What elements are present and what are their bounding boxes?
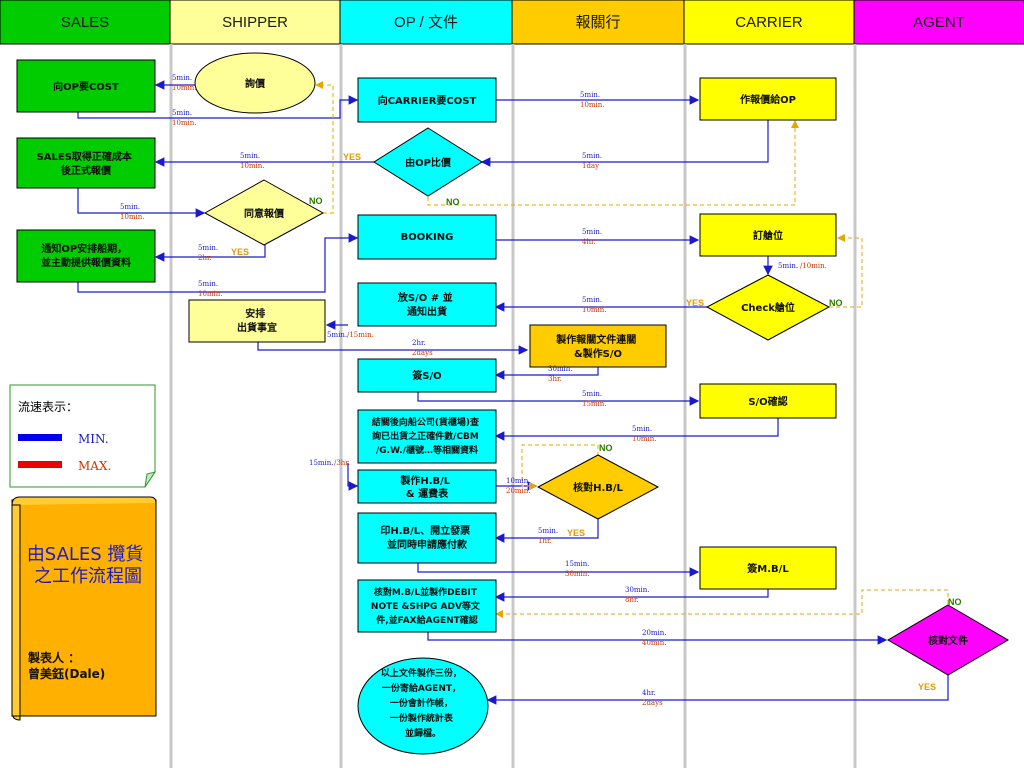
node-book-space-text: 訂艙位: [753, 229, 783, 242]
node-check-mbl: [357, 579, 497, 633]
label-yes-hbl: YES: [567, 528, 585, 538]
lane-header-shipper: SHIPPER: [222, 14, 288, 31]
node-book-space: [699, 213, 837, 257]
label-yes-space: YES: [686, 298, 704, 308]
node-agree-quote-text: 同意報價: [244, 207, 285, 220]
time-t23: 4hr.2days: [642, 689, 663, 707]
node-sign-so: [357, 358, 497, 393]
node-check-space: [705, 274, 831, 341]
node-arrange-ship: [188, 299, 326, 343]
node-notify-op: [16, 229, 156, 283]
node-booking: [357, 214, 497, 260]
time-t18: 10min.20min.: [506, 477, 531, 495]
node-customs-docs: [529, 324, 667, 368]
time-t9: 5min.4hr.: [582, 228, 602, 246]
node-check-mbl-text: 核對M.B/L並製作DEBIT NOTE &SHPG ADV等文 件,並FAX給…: [371, 586, 483, 626]
node-sales-cost-text: SALES取得正確成本 後正式報價: [37, 150, 136, 177]
label-no-docs: NO: [948, 597, 962, 607]
node-make-hbl-text: 製作H.B/L & 運費表: [399, 474, 453, 500]
node-ask-carrier-cost: [357, 77, 497, 123]
node-ask-op-cost: [16, 59, 156, 113]
legend-min-swatch: [18, 434, 62, 441]
node-check-docs-text: 核對文件: [928, 634, 968, 647]
node-arrange-ship-text: 安排 出貨事宜: [237, 307, 277, 334]
label-yes-agree: YES: [231, 247, 249, 257]
node-docs-three: [357, 657, 489, 755]
node-ask-op-cost-text: 向OP要COST: [53, 80, 119, 93]
time-t16: 5min.10min.: [632, 425, 657, 443]
title-scroll: 由SALES 攬貨 之工作流程圖 製表人 ： 曾美鈺(Dale): [11, 496, 157, 721]
node-agree-quote: [203, 179, 325, 246]
title-text: 由SALES 攬貨 之工作流程圖: [27, 544, 149, 587]
node-inquiry-text: 詢價: [245, 77, 266, 90]
node-op-compare: [373, 127, 483, 197]
node-docs-three-text: 以上文件製作三份， 一份寄給AGENT， 一份會計作帳， 一份製作統計表 並歸檔…: [381, 667, 465, 739]
time-t21: 30min.8hr.: [625, 586, 650, 604]
node-check-space-text: Check艙位: [741, 301, 795, 314]
maker-text: 製表人 ： 曾美鈺(Dale): [27, 650, 105, 681]
label-no-compare: NO: [446, 197, 460, 207]
legend-max-label: MAX.: [78, 459, 111, 473]
time-t5: 5min.1day: [582, 152, 602, 170]
time-t19: 5min.1hr.: [538, 527, 558, 545]
time-t11: 5min.10min.: [582, 296, 607, 314]
node-sign-mbl: [699, 546, 837, 590]
node-inquiry: [194, 52, 316, 114]
node-check-hbl-text: 核對H.B/L: [573, 481, 623, 494]
label-no-agree: NO: [309, 196, 323, 206]
node-so-confirm-text: S/O確認: [748, 395, 787, 408]
node-sign-mbl-text: 簽M.B/L: [747, 562, 789, 575]
node-carrier-quote: [699, 77, 837, 121]
legend: 流速表示： MIN. MAX.: [9, 384, 157, 488]
lane-header-carrier: CARRIER: [735, 14, 803, 31]
node-release-so-text: 放S/O # 並 通知出貨: [397, 291, 456, 318]
time-t17: 15min./3hr.: [309, 459, 350, 467]
node-ask-carrier-cost-text: 向CARRIER要COST: [378, 94, 477, 107]
legend-max-swatch: [18, 461, 62, 468]
lane-header-op: OP / 文件: [394, 14, 458, 31]
node-op-compare-text: 由OP比價: [405, 156, 452, 169]
label-no-space: NO: [829, 298, 843, 308]
time-t3: 5min.10min.: [580, 91, 605, 109]
time-t6: 5min.10min.: [120, 203, 145, 221]
label-yes-compare: YES: [343, 152, 361, 162]
node-release-so: [357, 282, 497, 327]
node-booking-text: BOOKING: [401, 232, 454, 243]
node-carrier-quote-text: 作報價給OP: [740, 93, 796, 106]
node-so-confirm: [699, 383, 837, 419]
time-t4: 5min.10min.: [240, 152, 265, 170]
lane-header-sales: SALES: [61, 14, 109, 31]
node-post-customs: [357, 409, 497, 464]
node-sales-cost: [16, 137, 156, 189]
time-t22: 20min.40min.: [642, 629, 667, 647]
node-notify-op-text: 通知OP安排船期， 並主動提供報價資料: [41, 242, 131, 269]
legend-min-label: MIN.: [78, 432, 109, 446]
time-t1: 5min.10min.: [172, 74, 197, 92]
decision-labels: NO YES YES NO YES NO NO YES NO YES: [231, 152, 962, 692]
time-t8: 5min.10min.: [198, 280, 223, 298]
time-t2: 5min.10min.: [172, 109, 197, 127]
label-no-hbl: NO: [599, 443, 613, 453]
node-make-hbl: [357, 469, 497, 504]
lane-header-agent: AGENT: [913, 14, 965, 31]
time-labels: 5min.10min. 5min.10min. 5min.10min. 5min…: [120, 74, 827, 707]
time-t10: 5min./10min.: [778, 262, 827, 270]
node-check-hbl: [536, 454, 660, 520]
time-t12: 5min./15min.: [327, 331, 374, 339]
legend-title: 流速表示：: [18, 400, 78, 414]
lane-header-broker: 報關行: [575, 14, 620, 31]
time-t20: 15min.30min.: [565, 560, 590, 578]
node-sign-so-text: 簽S/O: [412, 369, 441, 382]
time-t15: 5min.15min.: [582, 390, 607, 408]
time-t13: 2hr.2days: [412, 339, 433, 357]
node-print-hbl: [357, 512, 497, 564]
node-check-docs: [887, 604, 1009, 676]
node-customs-docs-text: 製作報關文件連關 &製作S/O: [555, 333, 639, 360]
node-print-hbl-text: 印H.B/L、開立發票 並同時申請應付款: [380, 524, 473, 551]
time-t14: 30min.3hr.: [548, 365, 573, 383]
time-t7: 5min.2hr.: [198, 244, 218, 262]
label-yes-docs: YES: [918, 682, 936, 692]
node-post-customs-text: 結關後向船公司(貨櫃場)查 詢已出貨之正確件數/CBM /G.W./櫃號…等相關…: [372, 416, 482, 456]
